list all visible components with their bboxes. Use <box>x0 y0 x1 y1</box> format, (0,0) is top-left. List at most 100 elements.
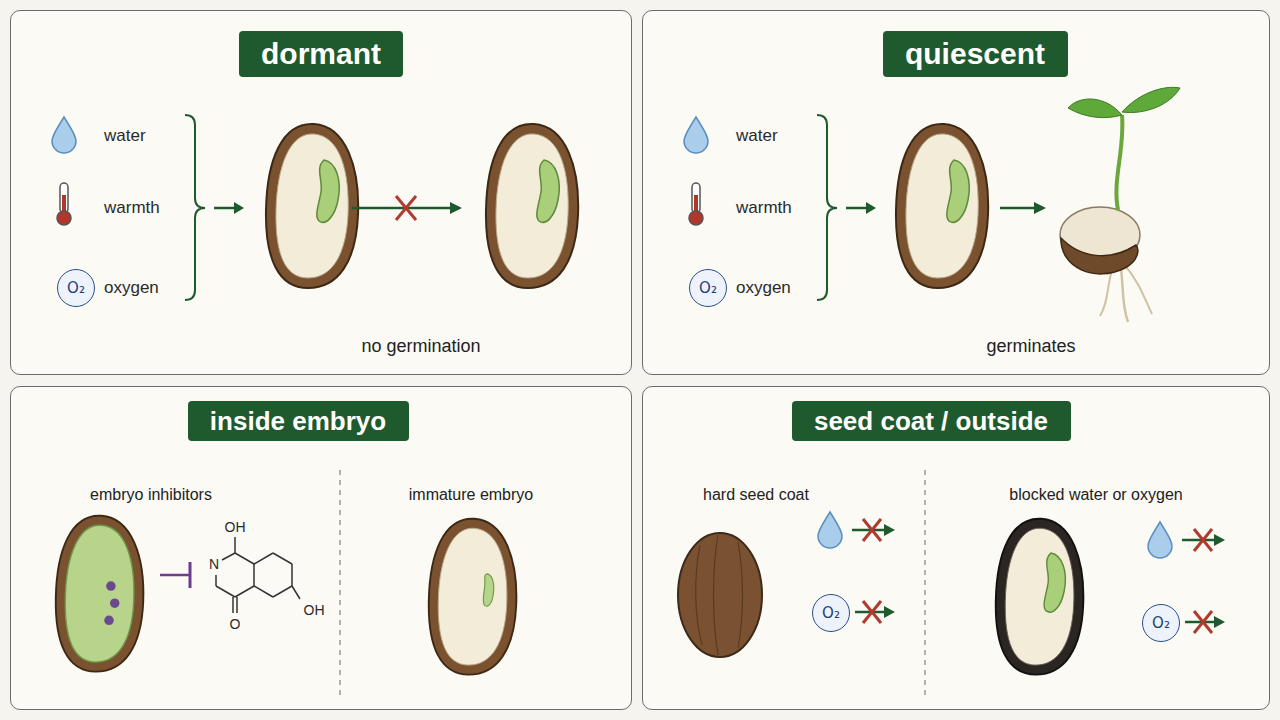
water-drop-icon <box>684 117 708 153</box>
panel-box: embryo inhibitors immature embryo inside e… <box>10 386 632 710</box>
oxygen-symbol: O₂ <box>699 281 717 296</box>
panel-ground <box>642 10 1270 375</box>
seed <box>276 134 348 278</box>
seed <box>317 160 339 222</box>
heading-text: quiescent <box>905 39 1045 69</box>
immature-seed <box>429 519 517 675</box>
immature-seed <box>483 574 494 606</box>
heading-pill: inside embryo <box>188 401 409 441</box>
heading-pill: seed coat / outside <box>792 401 1071 441</box>
seedling <box>1061 238 1138 274</box>
chemical-structure <box>216 537 300 613</box>
heading-text: dormant <box>261 39 381 69</box>
chemical-atom-label: O <box>230 617 241 631</box>
seed-with-inhibitors <box>104 616 114 626</box>
chemical-structure <box>253 564 255 586</box>
chemical-structure <box>232 597 234 613</box>
seed <box>266 124 358 288</box>
panel-caption: blocked water or oxygen <box>1009 486 1182 504</box>
blocked-arrow <box>352 207 452 210</box>
arrow <box>846 207 868 210</box>
heading-text: seed coat / outside <box>814 408 1048 434</box>
panel-ground <box>10 10 1270 710</box>
water-drop-icon <box>1148 522 1172 558</box>
blocked-arrow <box>1185 621 1215 624</box>
thermometer-icon <box>692 183 700 213</box>
hard-seed-coat <box>738 542 743 648</box>
blocked-arrow <box>863 601 881 623</box>
sealed-seed <box>1044 553 1065 612</box>
immature-seed <box>438 528 507 665</box>
panel-caption: hard seed coat <box>703 486 809 504</box>
condition-label: oxygen <box>104 279 159 296</box>
blocked-arrow <box>1185 611 1225 633</box>
oxygen-symbol: O₂ <box>822 606 840 621</box>
thermometer-icon <box>689 183 703 225</box>
blocked-arrow <box>884 524 895 536</box>
chemical-structure <box>292 586 300 599</box>
inhibition-line <box>160 562 190 588</box>
oxygen-circle: O₂ <box>57 269 95 307</box>
blocked-arrow <box>884 606 895 618</box>
arrow <box>1000 207 1036 210</box>
arrow <box>1000 202 1046 214</box>
seed-with-inhibitors <box>110 598 120 608</box>
chemical-structure <box>273 586 292 597</box>
condition-label: water <box>104 127 146 144</box>
blocked-arrow <box>1182 539 1215 542</box>
sealed-seed <box>996 519 1084 675</box>
water-drop-icon <box>52 117 76 153</box>
thermometer-icon <box>60 183 68 213</box>
oxygen-circle: O₂ <box>1142 604 1180 642</box>
chemical-atom-label: OH <box>304 603 325 617</box>
blocked-arrow <box>852 529 885 532</box>
chemical-structure <box>216 586 235 597</box>
panel-caption: immature embryo <box>409 486 533 504</box>
heading-text: inside embryo <box>210 408 386 434</box>
chemical-structure <box>273 553 292 564</box>
chemical-atom-label: OH <box>225 520 246 534</box>
blocked-arrow <box>1214 534 1225 546</box>
chemical-structure <box>291 564 293 586</box>
condition-label: warmth <box>104 199 160 216</box>
heading-pill: dormant <box>239 31 403 77</box>
condition-label: water <box>736 127 778 144</box>
blocked-arrow <box>396 196 416 220</box>
panel-caption: no germination <box>361 336 480 357</box>
divider <box>339 470 341 695</box>
water-drop-icon <box>684 117 708 153</box>
water-drop-icon <box>1148 522 1172 558</box>
water-drop-icon <box>52 117 76 153</box>
panel-ground <box>10 386 632 710</box>
hard-seed-coat <box>714 535 719 655</box>
oxygen-circle: O₂ <box>812 594 850 632</box>
heading-pill: quiescent <box>883 31 1068 77</box>
panel-caption: embryo inhibitors <box>90 486 212 504</box>
blocked-arrow <box>852 519 895 541</box>
panel-box: hard seed coat blocked water or oxygen see… <box>642 386 1270 710</box>
arrow <box>866 202 876 214</box>
divider <box>924 470 926 695</box>
arrow <box>234 202 244 214</box>
seed-with-inhibitors <box>106 581 116 591</box>
brace <box>185 115 205 300</box>
arrow <box>846 202 876 214</box>
water-drop-icon <box>818 512 842 548</box>
seedling <box>1122 87 1180 112</box>
inhibition-line <box>189 562 192 588</box>
panel-ground <box>642 386 1270 710</box>
thermometer-icon <box>689 211 703 225</box>
hard-seed-coat <box>696 545 702 645</box>
seedling <box>1068 99 1122 118</box>
blocked-arrow <box>863 519 881 541</box>
blocked-arrow <box>1214 616 1225 628</box>
inhibition-line <box>160 574 189 577</box>
seed <box>896 124 988 288</box>
blocked-arrow <box>863 601 881 623</box>
blocked-arrow <box>1194 529 1212 551</box>
chemical-structure <box>235 586 254 597</box>
seedling <box>1116 115 1122 210</box>
seed-with-inhibitors <box>65 525 134 662</box>
